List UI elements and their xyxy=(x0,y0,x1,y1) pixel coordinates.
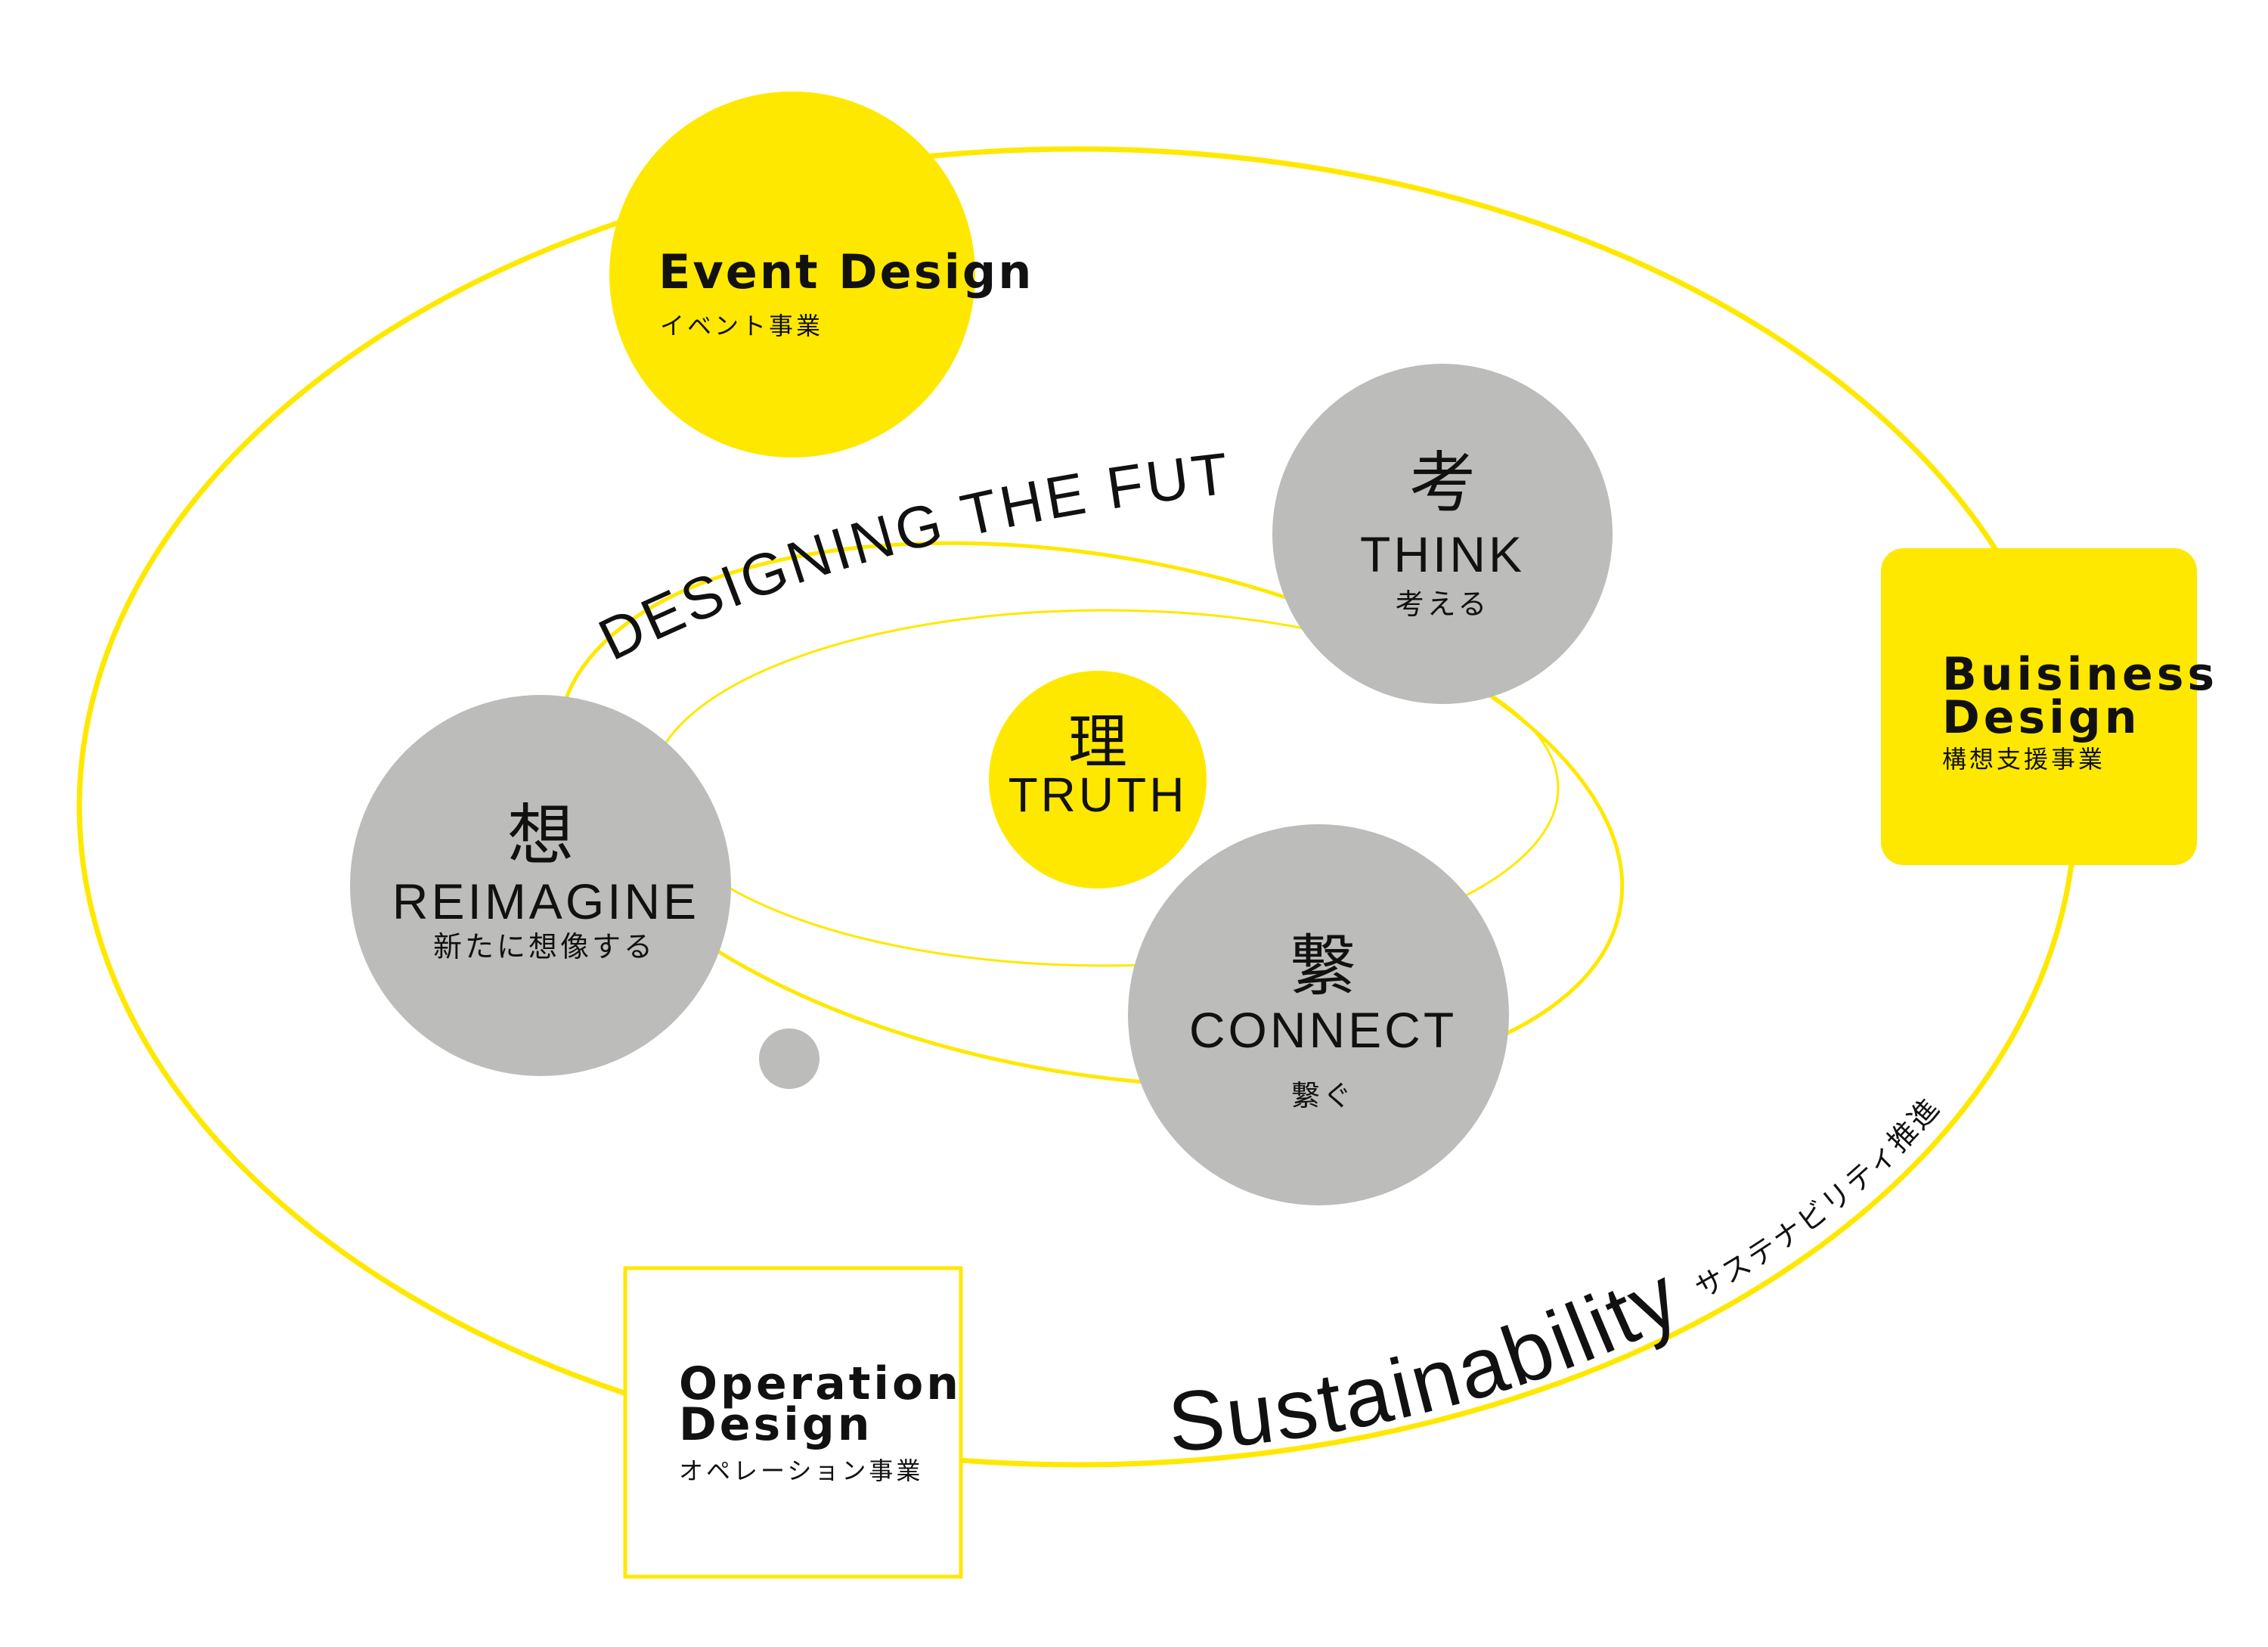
business-design-title-line2: Design xyxy=(1942,691,2140,744)
business-design-title-line1: Buisiness xyxy=(1942,648,2218,701)
operation-design-node[interactable]: Operation Design オペレーション事業 xyxy=(623,1266,963,1579)
event-design-node[interactable]: Event Design イベント事業 xyxy=(609,92,1033,458)
truth-core: 理 TRUTH xyxy=(989,671,1207,889)
event-design-title: Event Design xyxy=(658,244,1033,299)
sustainability-label: Sustainability xyxy=(1164,1247,1695,1469)
truth-kanji: 理 xyxy=(1068,709,1127,777)
connect-node: 繋 CONNECT 繋ぐ xyxy=(1128,824,1509,1205)
operation-design-title-line2: Design xyxy=(679,1398,872,1451)
operation-design-subtitle: オペレーション事業 xyxy=(679,1456,923,1485)
think-label: THINK xyxy=(1360,526,1525,582)
think-node: 考 THINK 考える xyxy=(1272,364,1613,704)
think-subtitle: 考える xyxy=(1396,588,1490,621)
reimagine-label: REIMAGINE xyxy=(392,873,699,929)
sustainability-sublabel: サステナビリティ推進 xyxy=(1690,1090,1947,1305)
tagline: DESIGNING THE FUTURE xyxy=(0,0,1235,673)
operation-design-title-line1: Operation xyxy=(679,1357,962,1410)
business-design-node[interactable]: Buisiness Design 構想支援事業 xyxy=(1881,548,2218,865)
connect-label: CONNECT xyxy=(1189,1002,1457,1058)
reimagine-node: 想 REIMAGINE 新たに想像する xyxy=(350,695,731,1076)
business-design-subtitle: 構想支援事業 xyxy=(1942,745,2105,774)
connect-kanji: 繋 xyxy=(1290,927,1356,1005)
connect-subtitle: 繋ぐ xyxy=(1291,1079,1355,1112)
event-design-subtitle: イベント事業 xyxy=(660,312,823,340)
reimagine-subtitle: 新たに想像する xyxy=(433,930,655,963)
truth-label: TRUTH xyxy=(1009,768,1188,822)
reimagine-kanji: 想 xyxy=(507,796,574,874)
think-kanji: 考 xyxy=(1409,444,1476,522)
satellite-dot xyxy=(759,1028,820,1089)
